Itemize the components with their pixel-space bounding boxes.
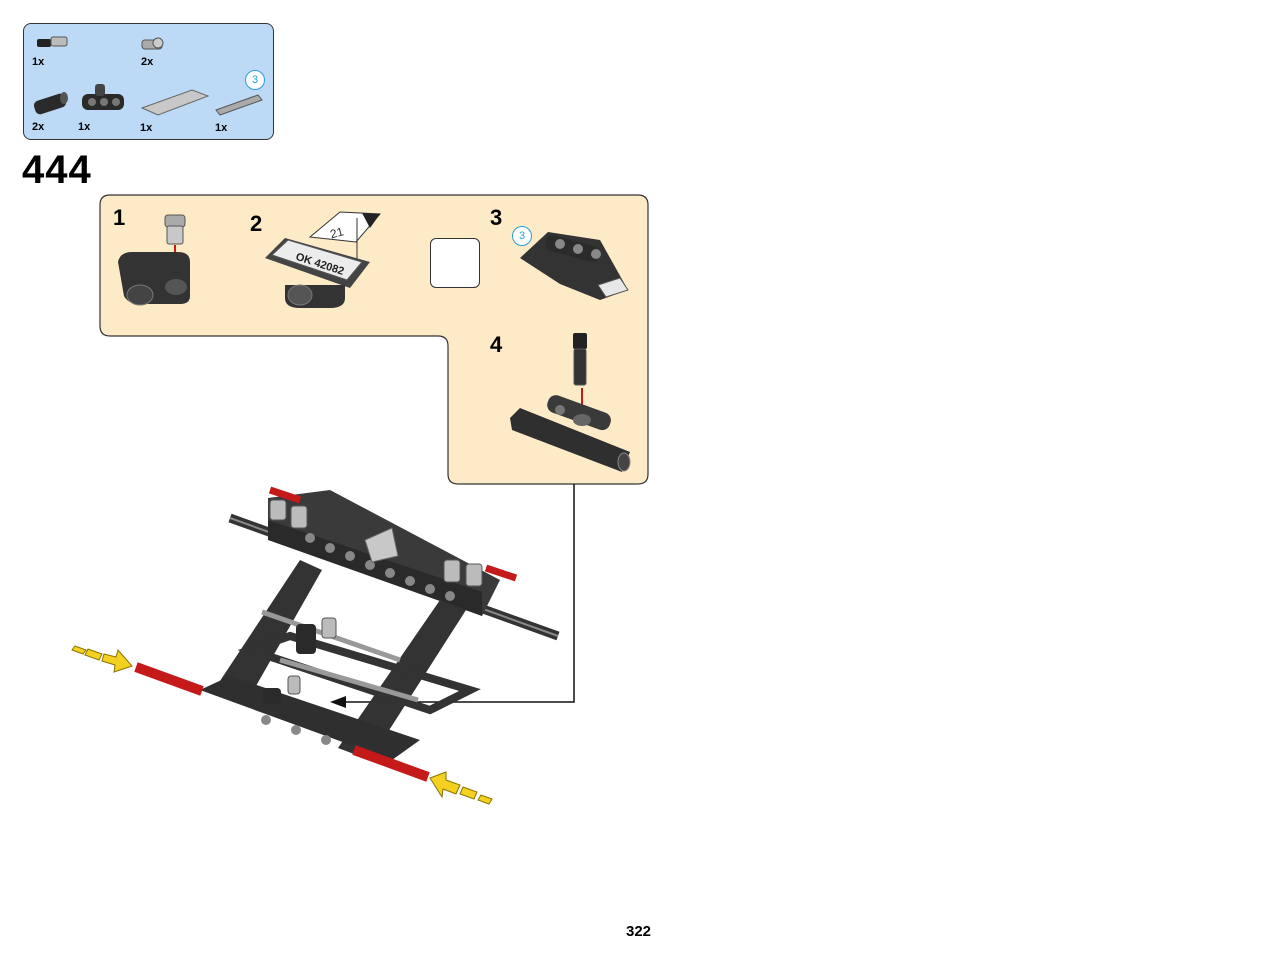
- substep-3-count-badge: 3: [512, 226, 532, 246]
- part-qty-2: 2x: [141, 56, 154, 68]
- black-axle-connector-icon: [33, 92, 68, 115]
- page-number: 322: [626, 923, 652, 940]
- substep-number-2: 2: [250, 211, 263, 236]
- callout-pointer-arrowhead: [330, 696, 346, 708]
- pin-with-bush-icon: [37, 36, 68, 47]
- substep-number-3: 3: [490, 205, 503, 230]
- substep-1-illustration: [118, 214, 190, 306]
- pin-connector-icon: [141, 37, 164, 50]
- double-bent-connector-icon: [82, 84, 124, 110]
- part-qty-6: 1x: [215, 122, 228, 134]
- main-model-illustration: [71, 486, 560, 805]
- substep-3-illustration: [520, 232, 629, 300]
- sticker-sheet-number: 21: [329, 224, 346, 241]
- substep-4-illustration: [510, 333, 631, 472]
- rotate-model-icon: [430, 238, 480, 288]
- substep-number-1: 1: [113, 205, 126, 230]
- part-qty-3: 2x: [32, 121, 45, 133]
- part-qty-4: 1x: [78, 121, 91, 133]
- callout-box: [99, 194, 649, 485]
- part-qty-5: 1x: [140, 122, 153, 134]
- parts-callout-count-badge: 3: [245, 70, 265, 90]
- grey-axle-icon: [215, 94, 263, 116]
- part-qty-1: 1x: [32, 56, 45, 68]
- step-number: 444: [22, 148, 92, 192]
- substep-2-illustration: 21 OK 42082: [265, 211, 382, 308]
- substep-number-4: 4: [490, 332, 503, 357]
- grey-tile-icon: [140, 89, 210, 116]
